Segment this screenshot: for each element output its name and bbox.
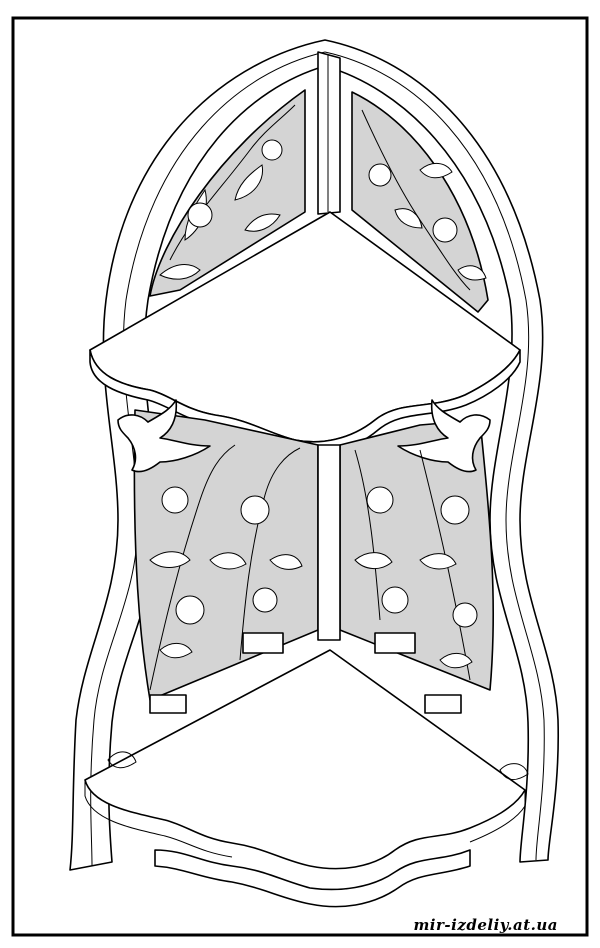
slot-tab [424, 694, 462, 714]
lower-shelf-top [84, 649, 526, 870]
slot-tab [242, 632, 284, 654]
lower-right-floral [354, 449, 478, 681]
arch-inner-edge [324, 51, 545, 861]
slot-tab [149, 694, 187, 714]
lower-shelf-front-right [469, 790, 526, 843]
lower-left-floral [149, 444, 303, 691]
lower-shelf-edge [154, 849, 471, 908]
upper-right-floral [361, 109, 487, 291]
corner-post-lower [317, 444, 341, 641]
page-frame [11, 16, 589, 937]
bird-left-icon [117, 399, 211, 473]
leaf-icon [107, 751, 137, 769]
watermark-caption: mir-izdeliy.at.ua [413, 916, 558, 934]
corner-post-upper [317, 51, 341, 215]
slot-tab [374, 632, 416, 654]
upper-left-floral [159, 104, 296, 280]
upper-right-panel [351, 91, 489, 313]
lower-shelf-front [84, 780, 233, 858]
flower-icon [499, 763, 529, 780]
